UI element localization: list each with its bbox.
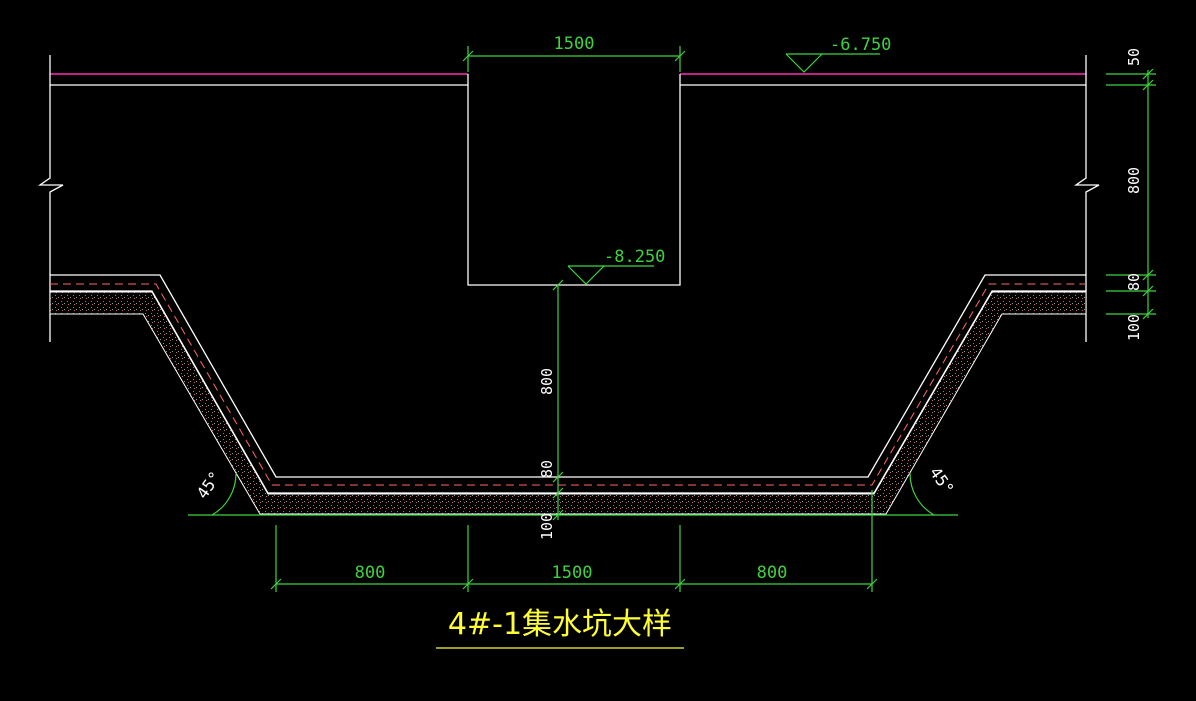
angle-arc-left: [211, 472, 237, 516]
base-line: [188, 472, 958, 516]
waterproof-top-line: [50, 274, 1086, 478]
elevation-top-marker: [785, 53, 880, 73]
dim-right-800-label: 800: [1125, 167, 1143, 194]
elevation-pit-marker: [567, 265, 654, 285]
dim-bottom-center-label: 1500: [552, 563, 593, 583]
dim-right-50-label: 50: [1125, 48, 1143, 66]
dim-top-opening-label: 1500: [554, 34, 595, 54]
elevation-top-label: -6.750: [830, 35, 891, 55]
dim-right-80-label: 80: [1125, 273, 1143, 291]
waterproof-dashed-line: [50, 283, 1086, 486]
angle-label-right: 45°: [926, 463, 958, 498]
pit-structure: [49, 274, 1087, 515]
drawing-title: 4#-1集水坑大样: [448, 607, 672, 642]
dim-bottom-left-label: 800: [355, 563, 386, 583]
dim-center-80-label: 80: [538, 460, 556, 478]
dim-right-vertical: [1106, 68, 1156, 320]
dim-top-opening: [462, 46, 686, 72]
dim-center-800-label: 800: [538, 368, 556, 395]
cushion-layer: [49, 291, 1087, 515]
dim-center-vertical: [552, 279, 564, 521]
dim-bottom-horizontal: [270, 490, 878, 592]
angle-label-left: 45°: [193, 468, 225, 503]
angle-arc-right: [909, 472, 935, 516]
slab-outline: [37, 55, 1100, 342]
dim-center-100-label: 100: [538, 513, 556, 540]
waterproof-bottom-line: [50, 290, 1086, 494]
elevation-pit-label: -8.250: [604, 247, 665, 267]
dim-bottom-right-label: 800: [757, 563, 788, 583]
dim-right-100-label: 100: [1125, 314, 1143, 341]
